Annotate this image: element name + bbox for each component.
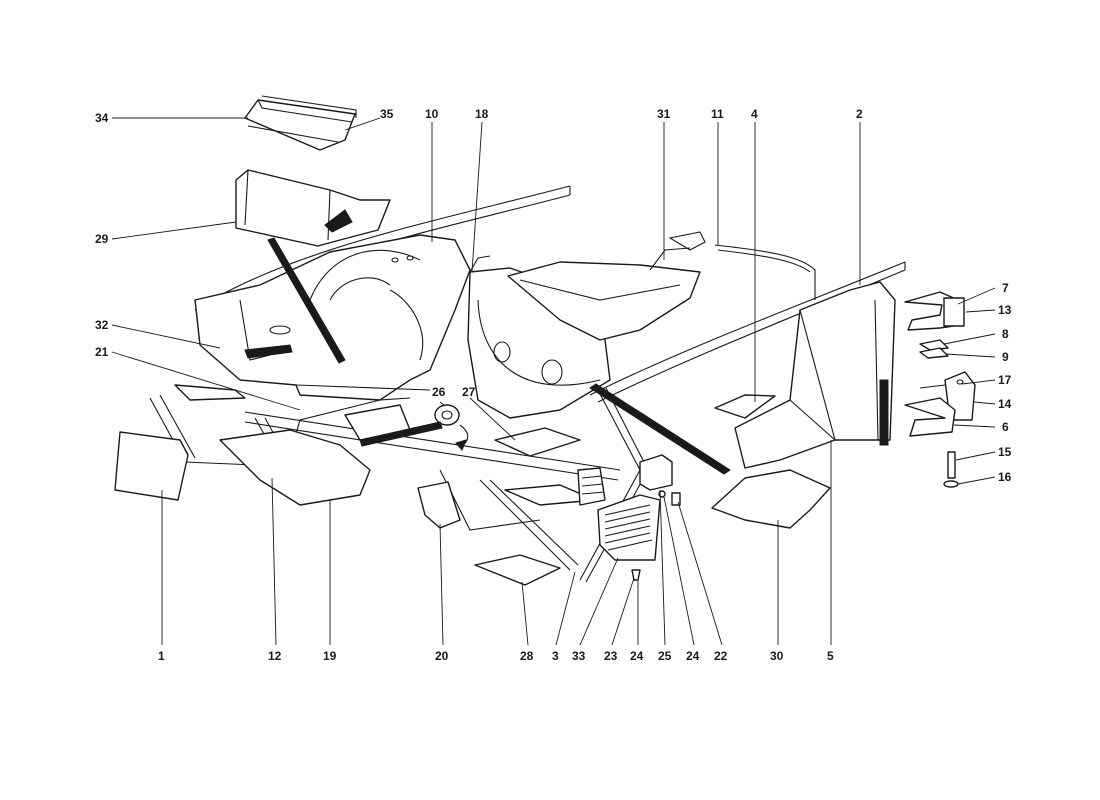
callout-34: 34 <box>95 111 109 125</box>
callout-4: 4 <box>751 107 758 121</box>
callout-21: 21 <box>95 345 109 359</box>
part-20-bracket <box>417 481 461 529</box>
callout-32: 32 <box>95 318 109 332</box>
callout-26: 26 <box>432 385 446 399</box>
callout-28: 28 <box>520 649 534 663</box>
callout-24: 24 <box>630 649 644 663</box>
callout-1: 1 <box>158 649 165 663</box>
callout-15: 15 <box>998 445 1012 459</box>
part-26-grommet <box>434 404 469 451</box>
part-bracket-box <box>235 169 391 247</box>
callout-25: 25 <box>658 649 672 663</box>
callout-13: 13 <box>998 303 1012 317</box>
part-17-screw <box>919 384 946 389</box>
part-4-bracket <box>714 394 776 419</box>
arrow-to-29 <box>589 383 731 475</box>
part-rear-corner-panel <box>734 281 896 469</box>
part-19-floor-plate <box>219 429 371 506</box>
callout-16: 16 <box>998 470 1012 484</box>
callout-10: 10 <box>425 107 439 121</box>
callout-35: 35 <box>380 107 394 121</box>
part-25-box <box>639 454 673 491</box>
callout-27: 27 <box>462 385 476 399</box>
callout-31: 31 <box>657 107 671 121</box>
callout-14: 14 <box>998 397 1012 411</box>
callout-23: 23 <box>604 649 618 663</box>
part-16-washer <box>943 480 959 488</box>
callout-19: 19 <box>323 649 337 663</box>
part-27-plate <box>494 427 581 457</box>
callout-17: 17 <box>998 373 1012 387</box>
callout-24b: 24 <box>686 649 700 663</box>
part-8-clip <box>919 339 949 351</box>
part-29-plate <box>711 469 831 529</box>
part-hinge-lower <box>904 371 976 437</box>
part-top-channel <box>244 95 357 151</box>
callout-11: 11 <box>711 107 724 121</box>
leader-lines <box>111 117 996 646</box>
part-1-plate <box>114 431 189 501</box>
callout-2: 2 <box>856 107 863 121</box>
callout-18: 18 <box>475 107 489 121</box>
callout-33: 33 <box>572 649 586 663</box>
part-22-clip <box>671 492 681 506</box>
part-28-plate <box>474 554 561 586</box>
callout-30: 29 <box>95 232 109 246</box>
arrow-30-to-wheelhouse <box>267 237 346 364</box>
callout-22: 22 <box>714 649 728 663</box>
callout-29: 30 <box>770 649 784 663</box>
callout-9: 9 <box>1002 350 1009 364</box>
callout-5: 5 <box>827 649 834 663</box>
part-23-bolt <box>631 569 641 581</box>
callout-8: 8 <box>1002 327 1009 341</box>
callout-3: 3 <box>552 649 559 663</box>
part-hinge-upper <box>904 291 965 331</box>
callout-labels: 34 35 29 32 21 10 18 31 11 4 2 7 13 8 9 … <box>95 107 1012 663</box>
callout-7: 7 <box>1002 281 1009 295</box>
part-33-grille <box>577 467 661 561</box>
part-rear-compartment <box>507 231 816 341</box>
part-front-wheelhouse <box>194 234 471 401</box>
callout-20: 20 <box>435 649 449 663</box>
arrow-to-26 <box>359 421 443 447</box>
part-9-clip <box>919 347 949 359</box>
callout-12: 12 <box>268 649 282 663</box>
part-tubular-frame <box>149 384 649 583</box>
callout-6: 6 <box>1002 420 1009 434</box>
part-15-pin <box>947 451 956 479</box>
